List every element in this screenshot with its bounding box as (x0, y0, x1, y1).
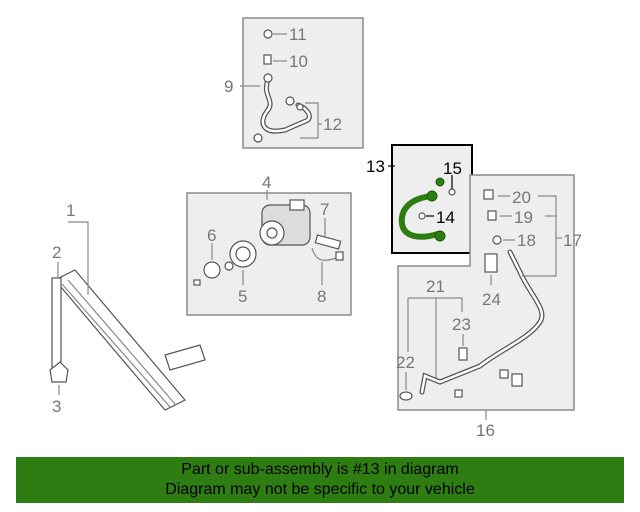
banner-line-1: Part or sub-assembly is #13 in diagram (181, 461, 459, 478)
liquid-tube-illustration (419, 249, 545, 395)
pulley-illustration (229, 240, 257, 268)
callout-10: 10 (289, 52, 308, 71)
valve-core-10 (263, 54, 272, 65)
clutch-plate-illustration (203, 261, 234, 279)
expansion-valve-24 (484, 253, 498, 273)
o-ring-12 (285, 96, 304, 111)
harness-illustration (311, 247, 344, 261)
callout-9: 9 (224, 77, 233, 96)
o-ring-18 (492, 235, 502, 245)
o-ring-15 (448, 188, 456, 196)
o-ring-11 (263, 29, 273, 39)
o-ring-14 (418, 212, 426, 220)
callout-20: 20 (512, 188, 531, 207)
callout-7: 7 (320, 200, 329, 219)
clip-illustration (454, 369, 523, 398)
callout-16: 16 (476, 421, 495, 440)
callout-3: 3 (52, 397, 61, 416)
parts-diagram: 11 10 9 12 4 7 6 5 8 1 2 (49, 17, 582, 440)
condenser-illustration (51, 269, 206, 411)
callout-19: 19 (514, 208, 533, 227)
callout-6: 6 (207, 226, 216, 245)
liquid-line-panel (397, 174, 575, 411)
info-banner: Part or sub-assembly is #13 in diagram D… (16, 457, 624, 503)
callout-17: 17 (563, 231, 582, 250)
bolt-illustration (193, 279, 201, 286)
callout-8: 8 (317, 287, 326, 306)
callout-15: 15 (443, 159, 462, 178)
receiver-cap-illustration (49, 361, 69, 383)
callout-11: 11 (289, 25, 307, 44)
callout-22: 22 (396, 353, 415, 372)
banner-line-2: Diagram may not be specific to your vehi… (165, 481, 475, 498)
o-ring-22 (399, 391, 413, 401)
callout-23: 23 (452, 315, 471, 334)
suction-hose-illustration (253, 73, 312, 143)
callout-1: 1 (66, 201, 75, 220)
callout-21: 21 (426, 277, 445, 296)
fitting-20 (483, 189, 494, 200)
callout-2: 2 (52, 243, 61, 262)
discharge-hose-illustration (398, 177, 446, 242)
bracket-23 (458, 347, 468, 361)
callout-13: 13 (366, 157, 385, 176)
callout-5: 5 (238, 287, 247, 306)
callout-24: 24 (482, 290, 501, 309)
callout-12: 12 (323, 115, 342, 134)
switch-illustration (314, 234, 342, 250)
callout-14: 14 (436, 208, 455, 227)
fitting-19 (487, 210, 497, 221)
compressor-illustration (259, 199, 311, 246)
callout-18: 18 (517, 231, 536, 250)
callout-4: 4 (262, 173, 271, 192)
